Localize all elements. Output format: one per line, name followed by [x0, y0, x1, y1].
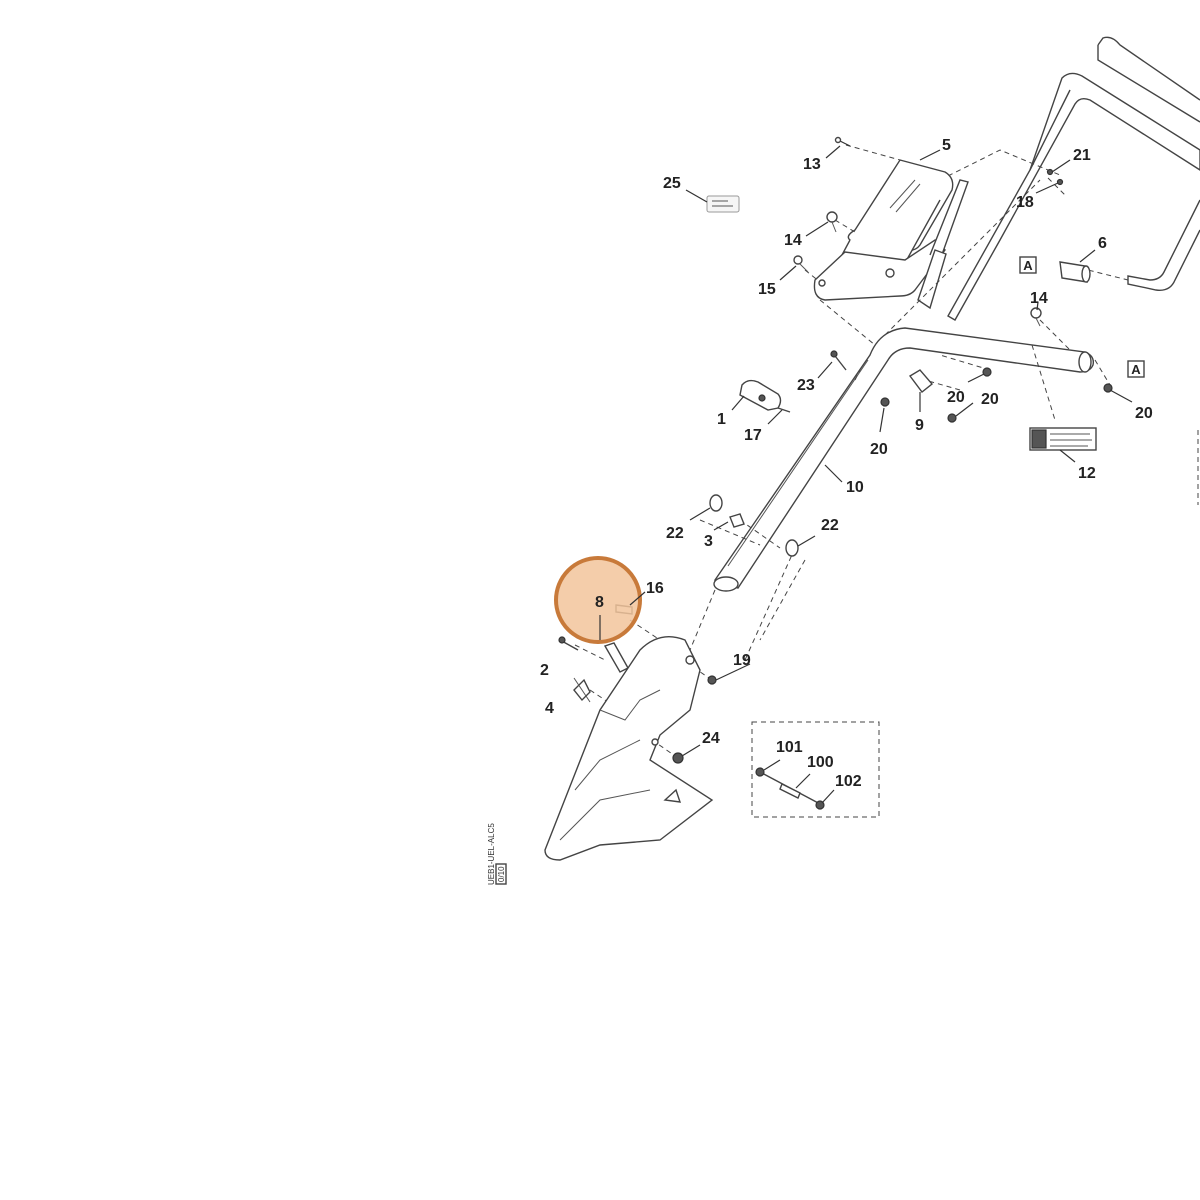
- callout-6: 6: [1098, 235, 1107, 252]
- callout-14b: 14: [1030, 290, 1048, 307]
- callout-22b: 22: [821, 517, 839, 534]
- callout-16: 16: [646, 580, 664, 597]
- callout-21: 21: [1073, 147, 1091, 164]
- callout-24: 24: [702, 730, 720, 747]
- upper-handle-bar: [939, 36, 1200, 321]
- svg-text:UEB1-UEL-ALC5: UEB1-UEL-ALC5: [487, 823, 496, 885]
- lower-handle: [713, 327, 1095, 592]
- callout-1: 1: [717, 411, 726, 428]
- callout-22a: 22: [666, 525, 684, 542]
- svg-text:A: A: [1023, 258, 1033, 273]
- callout-20c: 20: [1135, 405, 1153, 422]
- lower-bracket: [544, 636, 714, 861]
- callout-3: 3: [704, 533, 713, 550]
- small-parts: [558, 136, 1113, 764]
- callout-15: 15: [758, 281, 776, 298]
- callout-102: 102: [835, 773, 862, 790]
- ref-marker-a-lower: A: [1127, 360, 1145, 378]
- callout-19: 19: [733, 652, 751, 669]
- callout-17: 17: [744, 427, 762, 444]
- svg-text:0/10: 0/10: [497, 866, 506, 882]
- highlight-circle: [554, 556, 642, 644]
- callout-23: 23: [797, 377, 815, 394]
- callout-100: 100: [807, 754, 834, 771]
- callout-20a: 20: [947, 389, 965, 406]
- callout-14a: 14: [784, 232, 802, 249]
- callout-2: 2: [540, 662, 549, 679]
- callout-101: 101: [776, 739, 803, 756]
- callout-5: 5: [942, 137, 951, 154]
- callout-20b: 20: [981, 391, 999, 408]
- callout-4: 4: [545, 700, 554, 717]
- leader-lines: [599, 145, 1133, 804]
- callout-8: 8: [595, 594, 604, 611]
- svg-text:A: A: [1131, 362, 1141, 377]
- callout-20d: 20: [870, 441, 888, 458]
- callout-13: 13: [803, 156, 821, 173]
- document-code: UEB1-UEL-ALC5 0/10: [487, 823, 507, 885]
- callout-12: 12: [1078, 465, 1096, 482]
- control-box: [813, 159, 969, 310]
- callout-18: 18: [1016, 194, 1034, 211]
- callout-25: 25: [663, 175, 681, 192]
- callout-9: 9: [915, 417, 924, 434]
- callouts: 25 13 5 21 18 14 6 15 14 23 20 20 20 1 1…: [540, 137, 1153, 790]
- ref-marker-a-upper: A: [1019, 256, 1037, 274]
- callout-10: 10: [846, 479, 864, 496]
